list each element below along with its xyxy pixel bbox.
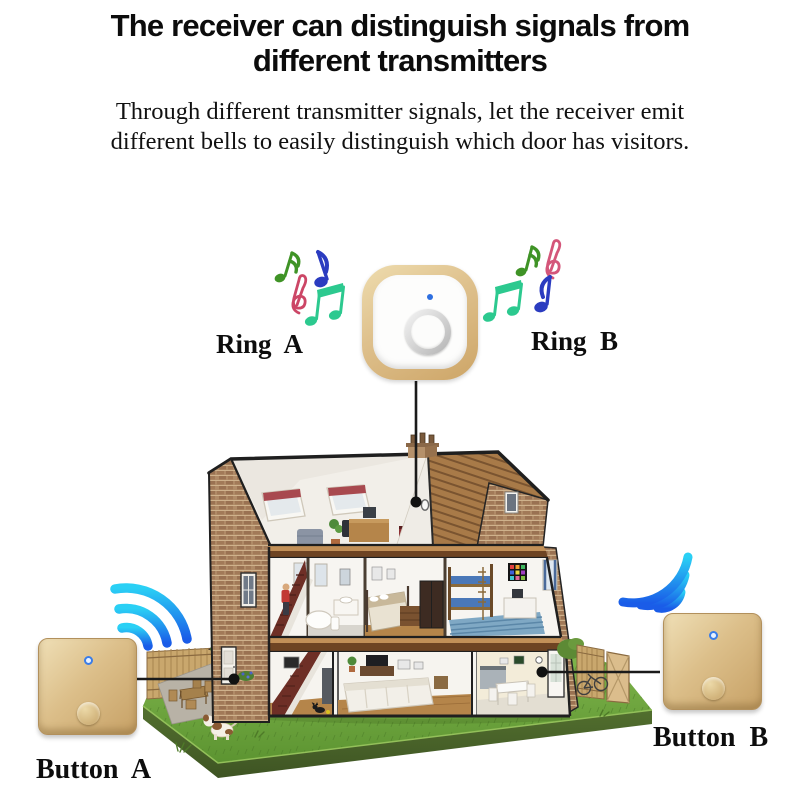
subtitle-line-2: different bells to easily distinguish wh… <box>110 127 690 155</box>
wall-art-grid <box>508 563 527 581</box>
ring-a-label: Ring A <box>216 329 304 359</box>
wifi-icon-left <box>110 583 192 651</box>
person <box>281 583 290 615</box>
mid-floor-slab <box>270 635 566 654</box>
bunk-bed <box>448 564 493 620</box>
title-line-2: different transmitters <box>252 43 548 79</box>
wifi-icon-right <box>618 552 693 613</box>
bicycle <box>576 673 609 696</box>
subtitle-line-1: Through different transmitter signals, l… <box>115 98 685 125</box>
title-line-1: The receiver can distinguish signals fro… <box>110 8 691 43</box>
receiver-button <box>411 315 445 349</box>
button-b-label: Button B <box>653 722 769 753</box>
treble-clef-icon <box>545 239 562 280</box>
button-b-led-indicator <box>709 631 718 640</box>
connector-lines <box>135 381 660 681</box>
wall-mirror <box>420 499 430 511</box>
cat <box>311 702 330 714</box>
bed <box>365 586 411 632</box>
button-a-label: Button A <box>36 754 152 785</box>
receiver-button-ring <box>405 309 451 355</box>
button-b-push-button <box>702 677 725 700</box>
dog <box>203 714 239 740</box>
page-subtitle: Through different transmitter signals, l… <box>0 97 800 157</box>
kitchen-table <box>488 680 536 706</box>
button-a-push-button <box>77 702 100 725</box>
skylight <box>261 488 306 522</box>
music-notes-left-icon <box>274 250 345 326</box>
music-notes-right-icon <box>482 239 562 322</box>
grass-tufts <box>175 709 610 753</box>
receiver-anchor-dot <box>410 496 422 508</box>
left-brick-wall <box>207 457 273 723</box>
chimney <box>406 432 439 458</box>
ground-floor <box>270 649 572 717</box>
receiver-face <box>373 275 467 369</box>
button-b-anchor-dot <box>536 666 548 678</box>
transmitter-button-a-device <box>38 638 137 735</box>
attic-floor-slab <box>268 543 548 560</box>
button-a-led-indicator <box>84 656 93 665</box>
transmitter-button-b-device <box>663 613 762 710</box>
bathtub <box>305 610 333 630</box>
page-title: The receiver can distinguish signals fro… <box>0 8 800 78</box>
receiver-device <box>362 265 478 380</box>
receiver-led-indicator <box>427 294 433 300</box>
button-a-anchor-dot <box>228 673 240 685</box>
ring-b-label: Ring B <box>531 326 619 356</box>
skylight <box>326 484 371 516</box>
sofa <box>343 676 448 713</box>
second-floor <box>270 557 563 638</box>
treble-clef-icon <box>291 274 308 315</box>
house <box>207 432 579 723</box>
